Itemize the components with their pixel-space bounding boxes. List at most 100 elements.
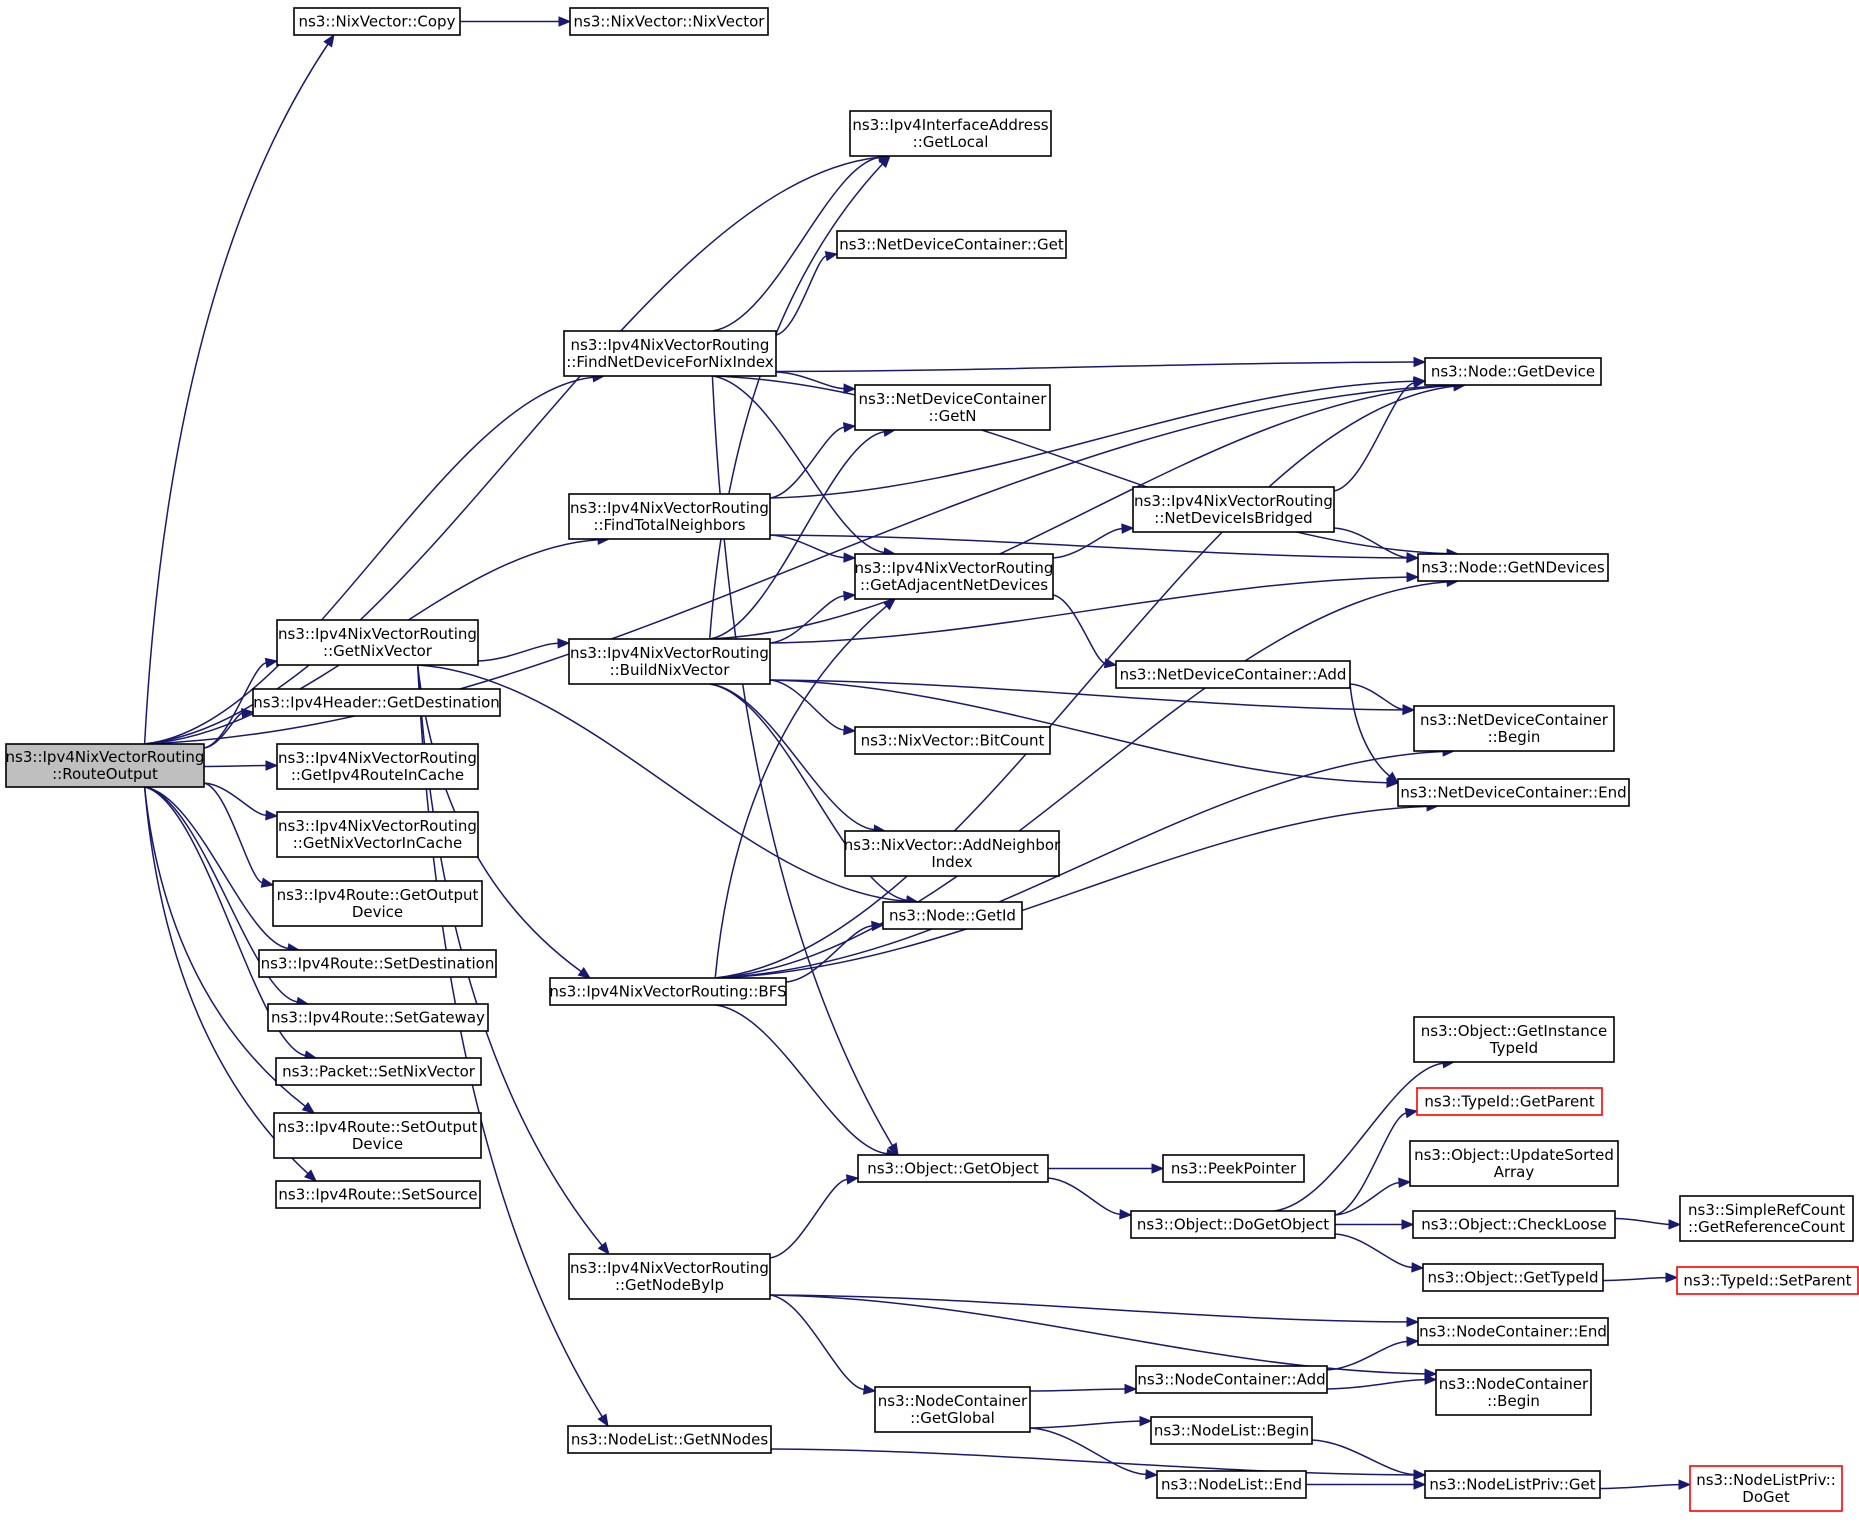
- arrowhead: [1385, 771, 1400, 784]
- edge-bfs-to-getadjacent: [714, 598, 897, 979]
- edge-findnetdev-to-ndcget: [775, 250, 839, 336]
- node-nlprivdoget[interactable]: ns3::NodeListPriv::DoGet: [1689, 1465, 1843, 1512]
- node-gettypeid[interactable]: ns3::Object::GetTypeId: [1422, 1263, 1604, 1292]
- node-buildnix[interactable]: ns3::Ipv4NixVectorRouting::BuildNixVecto…: [568, 638, 771, 685]
- node-setnixvector[interactable]: ns3::Packet::SetNixVector: [275, 1057, 482, 1086]
- node-label: ns3::NetDeviceContainer::End: [1400, 784, 1626, 802]
- edge-line: [709, 683, 875, 831]
- edge-line: [144, 786, 298, 1003]
- node-ndcget[interactable]: ns3::NetDeviceContainer::Get: [836, 230, 1067, 259]
- arrowhead: [878, 155, 891, 168]
- node-getndevices[interactable]: ns3::Node::GetNDevices: [1417, 553, 1609, 582]
- node-label: ns3::PeekPointer: [1171, 1160, 1297, 1178]
- node-label: ::GetIpv4RouteInCache: [291, 766, 464, 784]
- edge-line: [1029, 1427, 1147, 1476]
- node-label: ns3::NodeList::End: [1161, 1476, 1302, 1494]
- edge-checkloose-to-refcount: [1614, 1217, 1682, 1230]
- node-box: [849, 110, 1052, 157]
- node-box: [267, 1003, 489, 1032]
- node-nlprivget[interactable]: ns3::NodeListPriv::Get: [1424, 1470, 1601, 1499]
- node-routeoutput[interactable]: ns3::Ipv4NixVectorRouting::RouteOutput: [5, 743, 205, 788]
- node-getparent[interactable]: ns3::TypeId::GetParent: [1416, 1087, 1603, 1116]
- node-getobject[interactable]: ns3::Object::GetObject: [857, 1154, 1049, 1183]
- node-checkloose[interactable]: ns3::Object::CheckLoose: [1412, 1210, 1616, 1239]
- arrowhead: [1402, 704, 1416, 715]
- node-label: ns3::NodeList::GetNNodes: [571, 1431, 769, 1449]
- node-ncglobal[interactable]: ns3::NodeContainer::GetGlobal: [874, 1386, 1031, 1433]
- node-ncbegin[interactable]: ns3::NodeContainer::Begin: [1435, 1369, 1592, 1416]
- node-label: ns3::Ipv4NixVectorRouting: [855, 559, 1054, 577]
- edge-line: [1349, 683, 1404, 711]
- node-setsource[interactable]: ns3::Ipv4Route::SetSource: [275, 1180, 481, 1209]
- node-bridged[interactable]: ns3::Ipv4NixVectorRouting::NetDeviceIsBr…: [1132, 486, 1335, 533]
- node-routecache[interactable]: ns3::Ipv4NixVectorRouting::GetIpv4RouteI…: [276, 743, 479, 790]
- node-dogetobject[interactable]: ns3::Object::DoGetObject: [1130, 1210, 1336, 1239]
- node-setparent[interactable]: ns3::TypeId::SetParent: [1676, 1266, 1859, 1295]
- node-box: [1130, 1210, 1336, 1239]
- edge-line: [715, 581, 1448, 979]
- node-ncend[interactable]: ns3::NodeContainer::End: [1417, 1317, 1609, 1346]
- arrowhead: [1151, 1163, 1165, 1174]
- edge-findtotal-to-ndcgetn: [769, 422, 857, 499]
- node-getadjacent[interactable]: ns3::Ipv4NixVectorRouting::GetAdjacentNe…: [854, 553, 1054, 600]
- edge-line: [1326, 1340, 1408, 1371]
- node-bitcount[interactable]: ns3::NixVector::BitCount: [854, 726, 1051, 755]
- node-ncadd[interactable]: ns3::NodeContainer::Add: [1135, 1365, 1328, 1394]
- node-ndcadd[interactable]: ns3::NetDeviceContainer::Add: [1115, 660, 1351, 689]
- node-getid[interactable]: ns3::Node::GetId: [882, 901, 1023, 930]
- node-refcount[interactable]: ns3::SimpleRefCount::GetReferenceCount: [1679, 1195, 1854, 1242]
- node-label: ns3::Node::GetDevice: [1431, 363, 1595, 381]
- node-bfs[interactable]: ns3::Ipv4NixVectorRouting::BFS: [549, 977, 787, 1006]
- node-getnodebyip[interactable]: ns3::Ipv4NixVectorRouting::GetNodeByIp: [568, 1253, 771, 1300]
- node-getnnodes[interactable]: ns3::NodeList::GetNNodes: [567, 1425, 772, 1454]
- node-label: ns3::Ipv4Route::SetDestination: [261, 955, 495, 973]
- arrowhead: [265, 810, 279, 821]
- edge-getnodebyip-to-ncbegin: [769, 1294, 1438, 1380]
- edge-line: [203, 712, 243, 749]
- node-ndcend[interactable]: ns3::NetDeviceContainer::End: [1397, 778, 1630, 807]
- node-ndcbegin[interactable]: ns3::NetDeviceContainer::Begin: [1413, 705, 1615, 752]
- edge-findnetdev-to-getdevice: [775, 356, 1427, 373]
- node-label: ::GetNodeByIp: [615, 1276, 724, 1294]
- edge-line: [769, 1294, 865, 1391]
- arrowhead: [303, 1169, 317, 1182]
- arrowhead: [1678, 1479, 1692, 1490]
- edge-bfs-to-getobject: [715, 1004, 900, 1159]
- node-box: [854, 726, 1051, 755]
- node-box: [1156, 1470, 1307, 1499]
- edge-ndcadd-to-ndcend: [1349, 683, 1400, 784]
- edge-ndcadd-to-ndcbegin: [1349, 683, 1416, 715]
- edge-line: [1334, 1112, 1407, 1216]
- node-ndcgetn[interactable]: ns3::NetDeviceContainer::GetN: [854, 384, 1051, 431]
- node-getlocal[interactable]: ns3::Ipv4InterfaceAddress::GetLocal: [849, 110, 1052, 157]
- node-findnetdev[interactable]: ns3::Ipv4NixVectorRouting::FindNetDevice…: [563, 330, 777, 377]
- node-setdest[interactable]: ns3::Ipv4Route::SetDestination: [258, 949, 497, 978]
- edge-line: [712, 156, 880, 332]
- node-getdevice[interactable]: ns3::Node::GetDevice: [1424, 357, 1602, 386]
- edge-dogetobject-to-getparent: [1334, 1107, 1419, 1216]
- node-nixcache[interactable]: ns3::Ipv4NixVectorRouting::GetNixVectorI…: [276, 811, 479, 858]
- node-getdest[interactable]: ns3::Ipv4Header::GetDestination: [252, 688, 501, 717]
- edge-line: [417, 664, 907, 903]
- node-setgateway[interactable]: ns3::Ipv4Route::SetGateway: [267, 1003, 489, 1032]
- edge-line: [769, 1294, 1408, 1323]
- node-nixcopy[interactable]: ns3::NixVector::Copy: [293, 7, 461, 36]
- node-box: [563, 330, 777, 377]
- arrowhead: [1139, 1415, 1153, 1427]
- node-getnixvector[interactable]: ns3::Ipv4NixVectorRouting::GetNixVector: [276, 619, 479, 666]
- node-nlend[interactable]: ns3::NodeList::End: [1156, 1470, 1307, 1499]
- node-box: [276, 743, 479, 790]
- node-nlbegin[interactable]: ns3::NodeList::Begin: [1150, 1416, 1313, 1445]
- edge-buildnix-to-getndevices: [769, 571, 1420, 644]
- node-label: ns3::Node::GetNDevices: [1421, 559, 1604, 577]
- node-findtotal[interactable]: ns3::Ipv4NixVectorRouting::FindTotalNeig…: [568, 493, 771, 540]
- node-nixvector[interactable]: ns3::NixVector::NixVector: [569, 7, 769, 36]
- node-peekpointer[interactable]: ns3::PeekPointer: [1162, 1154, 1305, 1183]
- edge-line: [715, 805, 1428, 979]
- edge-line: [709, 384, 1455, 640]
